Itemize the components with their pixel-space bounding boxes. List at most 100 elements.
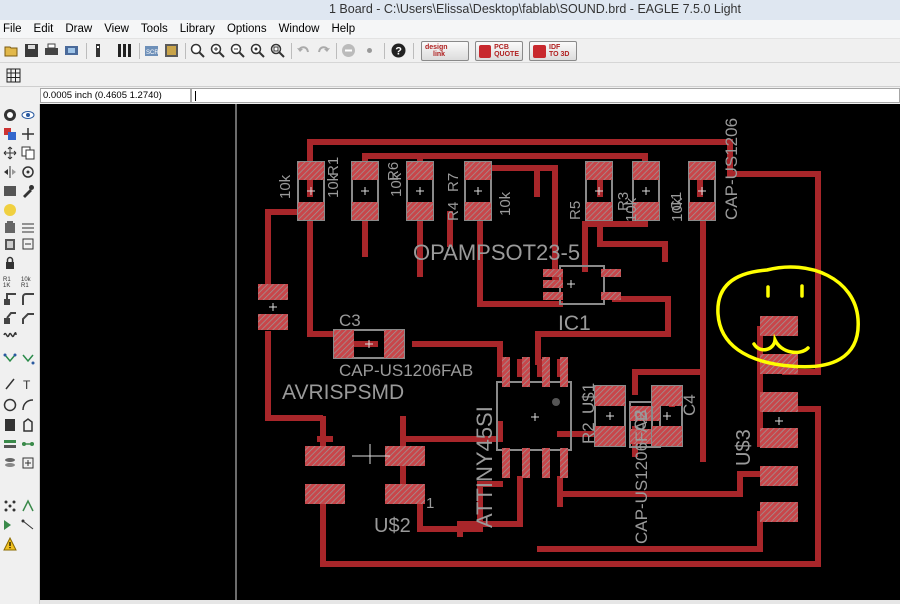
zoom-select-icon[interactable] bbox=[269, 42, 286, 59]
erc-icon[interactable] bbox=[19, 454, 36, 471]
svg-text:R7: R7 bbox=[445, 173, 462, 192]
warning-icon[interactable] bbox=[1, 535, 18, 552]
svg-text:CAP-US1206: CAP-US1206 bbox=[722, 118, 741, 220]
go-icon[interactable] bbox=[361, 42, 378, 59]
svg-text:R3: R3 bbox=[615, 192, 632, 211]
open-icon[interactable] bbox=[3, 42, 20, 59]
add-icon[interactable] bbox=[1, 218, 18, 235]
zoom-out-icon[interactable] bbox=[229, 42, 246, 59]
zoom-redraw-icon[interactable] bbox=[249, 42, 266, 59]
layers-icon[interactable] bbox=[19, 516, 36, 533]
ratsnest-icon[interactable] bbox=[19, 435, 36, 452]
command-bar: 0.0005 inch (0.4605 1.2740) bbox=[0, 87, 900, 104]
script-icon[interactable] bbox=[90, 42, 107, 59]
menu-help[interactable]: Help bbox=[331, 23, 356, 35]
circle-icon[interactable] bbox=[19, 350, 36, 367]
save-icon[interactable] bbox=[23, 42, 40, 59]
lock-icon[interactable] bbox=[19, 218, 36, 235]
group-icon[interactable] bbox=[1, 182, 18, 199]
stop-icon[interactable] bbox=[340, 42, 357, 59]
route-auto-icon[interactable] bbox=[19, 497, 36, 514]
help-icon[interactable]: ? bbox=[390, 42, 407, 59]
undo-icon[interactable] bbox=[295, 42, 312, 59]
route-icon[interactable] bbox=[1, 309, 18, 326]
svg-text:C3: C3 bbox=[339, 311, 361, 330]
smash-icon[interactable] bbox=[19, 235, 36, 252]
print-icon[interactable] bbox=[43, 42, 60, 59]
paste-icon[interactable] bbox=[1, 235, 18, 252]
use-library-icon[interactable]: SCR bbox=[143, 42, 160, 59]
move-icon[interactable] bbox=[1, 144, 18, 161]
pcb-layout[interactable]: 10k R1 10k R6 10k R4 R7 10k R5 R3 10k C1… bbox=[40, 104, 900, 600]
menu-file[interactable]: File bbox=[3, 23, 22, 35]
rect-icon[interactable]: T bbox=[19, 375, 36, 392]
svg-text:10k: 10k bbox=[669, 197, 686, 222]
info-icon[interactable] bbox=[1, 106, 18, 123]
components bbox=[258, 161, 798, 522]
wire-icon[interactable] bbox=[1, 326, 18, 343]
copy-icon[interactable] bbox=[19, 144, 36, 161]
attribute-icon[interactable] bbox=[1, 435, 18, 452]
svg-text:SCR: SCR bbox=[146, 50, 159, 56]
coordinate-display: 0.0005 inch (0.4605 1.2740) bbox=[40, 88, 191, 103]
mirror-icon[interactable] bbox=[1, 163, 18, 180]
mark-icon[interactable] bbox=[19, 125, 36, 142]
show-icon[interactable] bbox=[19, 106, 36, 123]
zoom-fit-icon[interactable] bbox=[189, 42, 206, 59]
menu-draw[interactable]: Draw bbox=[65, 23, 93, 35]
menu-tools[interactable]: Tools bbox=[140, 23, 168, 35]
menu-view[interactable]: View bbox=[104, 23, 129, 35]
ripup-icon[interactable] bbox=[19, 309, 36, 326]
drc-icon[interactable] bbox=[163, 42, 180, 59]
svg-text:U$3: U$3 bbox=[733, 429, 755, 466]
zoom-in-icon[interactable] bbox=[209, 42, 226, 59]
svg-text:ATTINY45SI: ATTINY45SI bbox=[472, 406, 497, 528]
svg-text:C1: C1 bbox=[668, 192, 685, 211]
window-title: 1 Board - C:\Users\Elissa\Desktop\fablab… bbox=[329, 2, 741, 16]
hole-icon[interactable] bbox=[19, 416, 36, 433]
arc-icon[interactable] bbox=[1, 375, 18, 392]
svg-text:T: T bbox=[23, 378, 31, 391]
via-icon[interactable] bbox=[19, 396, 36, 413]
svg-text:10k: 10k bbox=[277, 174, 294, 199]
board-canvas[interactable]: 10k R1 10k R6 10k R4 R7 10k R5 R3 10k C1… bbox=[40, 104, 900, 600]
polygon-icon[interactable] bbox=[1, 396, 18, 413]
svg-text:C4: C4 bbox=[680, 394, 699, 416]
labels: 10k R1 10k R6 10k R4 R7 10k R5 R3 10k C1… bbox=[277, 118, 755, 544]
command-line-input[interactable] bbox=[191, 88, 900, 103]
optimize-icon[interactable] bbox=[1, 290, 18, 307]
svg-text:R5: R5 bbox=[567, 201, 584, 220]
menu-edit[interactable]: Edit bbox=[33, 23, 54, 35]
cam-icon[interactable] bbox=[63, 42, 80, 59]
meander-icon[interactable] bbox=[19, 290, 36, 307]
rotate-icon[interactable] bbox=[19, 163, 36, 180]
delete-icon[interactable] bbox=[1, 201, 18, 218]
value-icon[interactable] bbox=[1, 254, 18, 271]
menu-options[interactable]: Options bbox=[226, 23, 267, 35]
grid-icon[interactable] bbox=[5, 67, 22, 84]
svg-text:10k: 10k bbox=[388, 172, 405, 197]
redo-icon[interactable] bbox=[315, 42, 332, 59]
pcb-quote-icon bbox=[479, 44, 492, 58]
menu-library[interactable]: Library bbox=[179, 23, 215, 35]
svg-text:10k: 10k bbox=[497, 191, 514, 216]
autorouter-icon[interactable] bbox=[1, 454, 18, 471]
change-icon[interactable] bbox=[19, 182, 36, 199]
signal-icon[interactable] bbox=[1, 416, 18, 433]
display-icon[interactable] bbox=[1, 125, 18, 142]
run-ulp-icon[interactable] bbox=[116, 42, 133, 59]
text-icon[interactable] bbox=[1, 350, 18, 367]
svg-text:R1: R1 bbox=[21, 283, 29, 288]
errors-icon[interactable] bbox=[1, 516, 18, 533]
svg-text:IC1: IC1 bbox=[558, 312, 591, 335]
text-caret bbox=[195, 91, 196, 101]
drc-check-icon[interactable] bbox=[1, 497, 18, 514]
menu-window[interactable]: Window bbox=[278, 23, 320, 35]
horizontal-scrollbar[interactable] bbox=[40, 600, 900, 604]
